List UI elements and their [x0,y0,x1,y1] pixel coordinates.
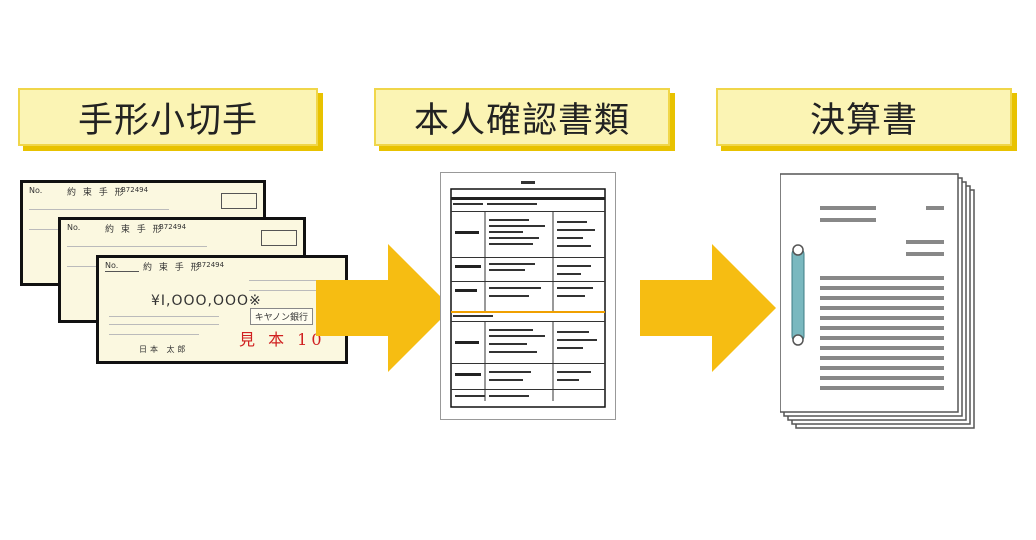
arrow-right-icon [316,244,452,372]
note-bank-name: キヤノン銀行 [249,308,313,325]
note-line [249,280,339,281]
note-amount: ¥Ι,ΟΟΟ,ΟΟΟ※ [151,293,262,309]
note-line [105,271,139,272]
note-line [109,334,199,335]
note-sample-stamp: 見 本 10 [239,330,326,349]
step-label-promissory-notes: 手形小切手 [18,88,318,146]
binder-clip-icon [791,244,805,346]
step-label-id-documents: 本人確認書類 [374,88,670,146]
note-line [67,246,207,247]
note-line [109,316,219,317]
note-no-label: No. [29,186,43,195]
step-label-financial-statements: 決算書 [716,88,1012,146]
arrow-right-icon [640,244,776,372]
note-no-label: No. [67,223,81,232]
note-title: 約 束 手 形 [143,263,202,273]
note-line [109,324,219,325]
note-serial: B72494 [197,261,225,269]
note-payee: 日本 太郎 [139,345,189,354]
note-no-label: No. [105,261,119,270]
note-stamp-box [261,230,297,246]
promissory-note-front: No. 約 束 手 形 B72494 ¥Ι,ΟΟΟ,ΟΟΟ※ キヤノン銀行 見 … [96,255,348,364]
note-stamp-box [221,193,257,209]
identity-document-form [450,181,606,408]
note-line [249,290,339,291]
note-serial: B72494 [121,186,149,194]
financial-statements-icon [780,173,975,429]
note-title: 約 束 手 形 [67,188,126,198]
note-line [29,209,169,210]
note-serial: B72494 [159,223,187,231]
identity-document-image [440,172,616,420]
note-title: 約 束 手 形 [105,225,164,235]
